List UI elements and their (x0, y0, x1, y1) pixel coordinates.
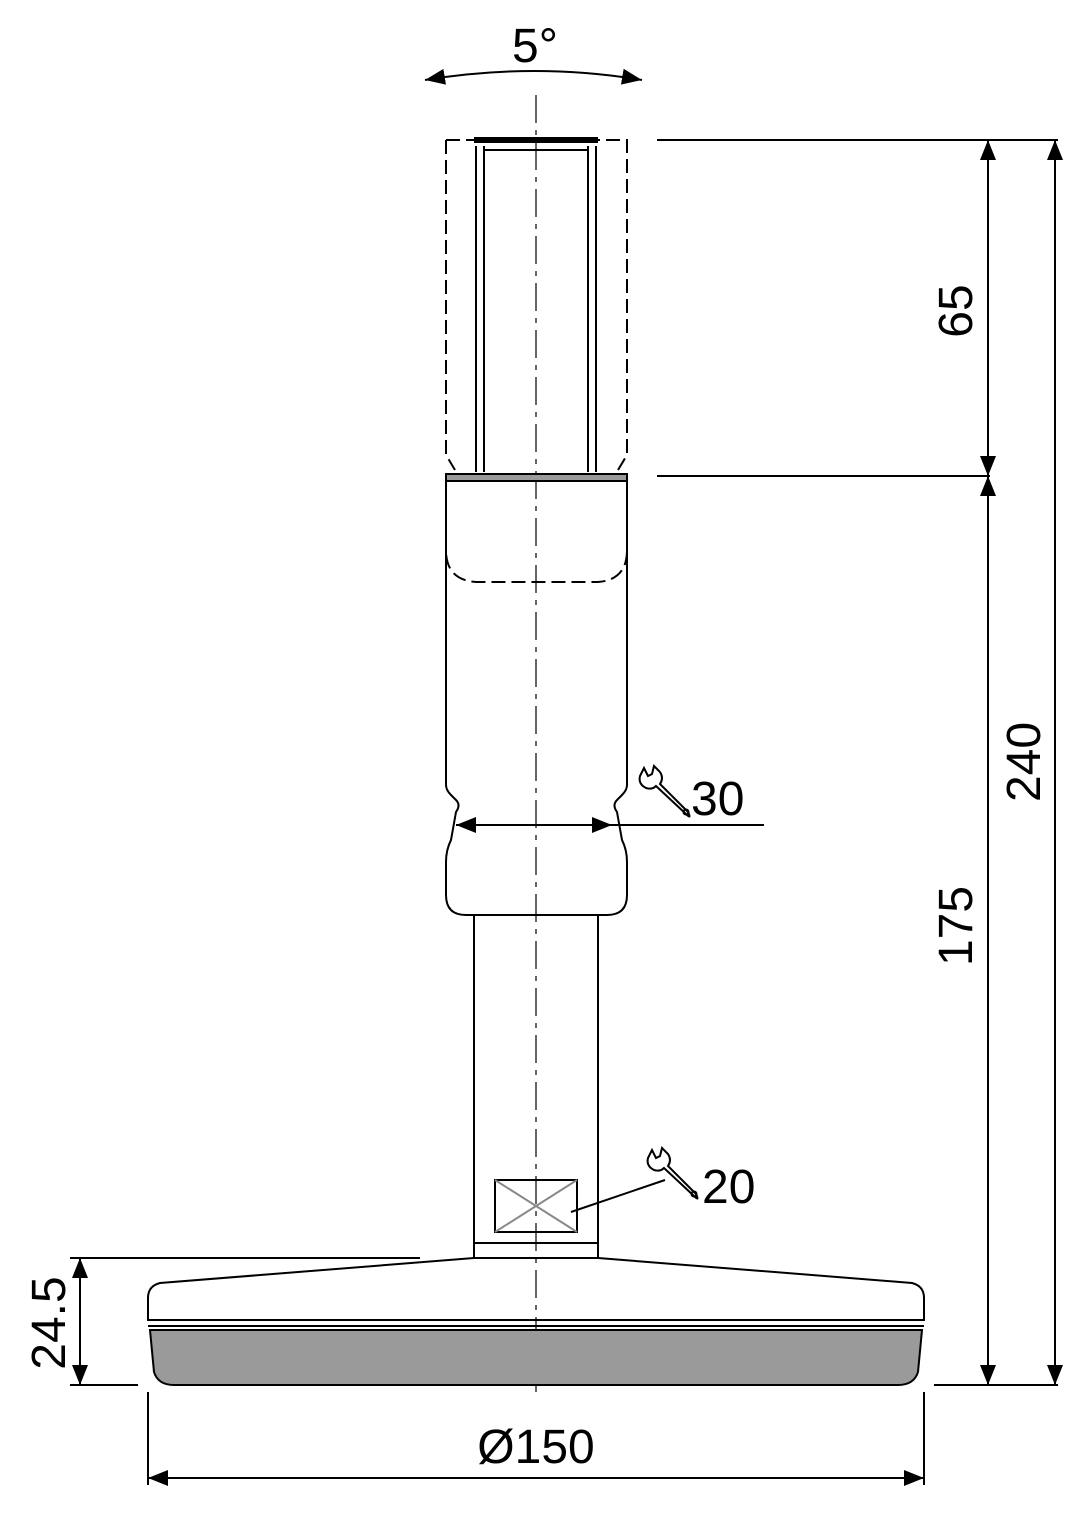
wrench-lower-label: 20 (702, 1161, 755, 1214)
square-flat (494, 1179, 666, 1233)
wrench-icon (638, 764, 691, 818)
wrench-30-dimension: 30 (456, 764, 764, 833)
angle-indicator: 5° (424, 20, 643, 85)
foot-base (147, 1257, 925, 1386)
wrench-icon (646, 1146, 699, 1200)
stud-top-plate (445, 473, 628, 482)
wrench-upper-label: 30 (691, 773, 744, 826)
foot-height-dimension (70, 1257, 420, 1386)
dim-adjust-label: 65 (930, 284, 983, 337)
dim-foot-height-label: 24.5 (23, 1276, 76, 1369)
lower-stem (473, 915, 599, 1258)
dim-diameter-label: Ø150 (477, 1421, 594, 1474)
extended-stud-phantom (445, 137, 628, 472)
dim-total-height-label: 240 (998, 722, 1051, 802)
vertical-dimensions (657, 139, 1063, 1386)
diameter-dimension (147, 1392, 925, 1486)
angle-label: 5° (512, 20, 558, 73)
hex-body (445, 481, 628, 916)
dim-base-height-label: 175 (930, 886, 983, 966)
